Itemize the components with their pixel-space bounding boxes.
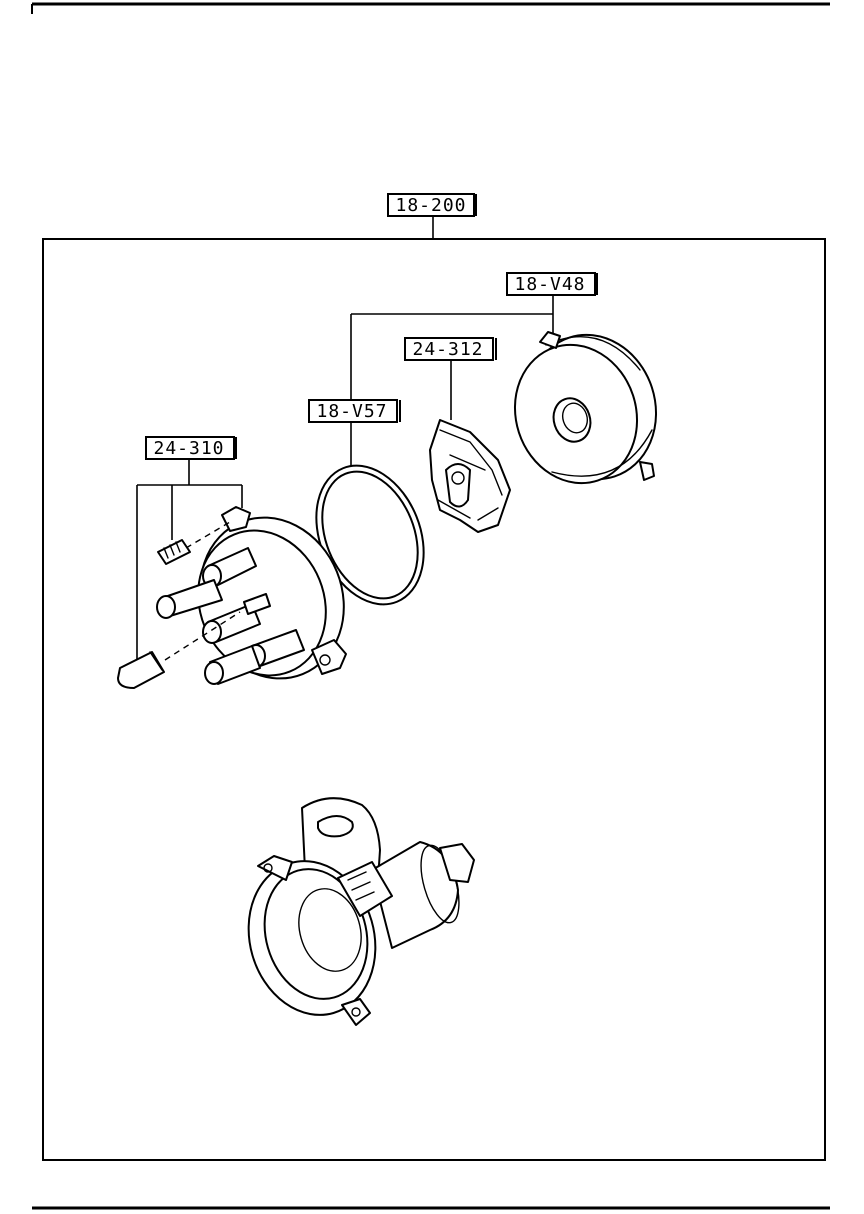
callout-18-v48[interactable]: 18-V48 bbox=[506, 272, 598, 296]
page-frame bbox=[31, 2, 830, 1210]
callout-18-v57[interactable]: 18-V57 bbox=[308, 399, 401, 466]
callout-label: 24-310 bbox=[153, 438, 224, 459]
part-carbon-brush[interactable] bbox=[117, 651, 165, 689]
part-distributor-cap[interactable] bbox=[156, 496, 368, 701]
callout-24-312[interactable]: 24-312 bbox=[404, 337, 497, 420]
part-spring[interactable] bbox=[157, 539, 191, 565]
assembly-frame bbox=[42, 238, 826, 1161]
part-rotor[interactable] bbox=[429, 419, 511, 533]
callout-18-200[interactable]: 18-200 bbox=[387, 193, 477, 239]
part-distributor-housing[interactable] bbox=[231, 797, 475, 1030]
part-housing-cover[interactable] bbox=[497, 318, 674, 499]
callout-24-310[interactable]: 24-310 bbox=[145, 436, 237, 460]
callout-label: 24-312 bbox=[412, 339, 483, 360]
leader-24-310 bbox=[136, 459, 243, 660]
callout-label: 18-200 bbox=[395, 195, 466, 216]
callout-label: 18-V48 bbox=[514, 274, 585, 295]
cap-towers bbox=[156, 547, 305, 685]
callout-label: 18-V57 bbox=[316, 401, 387, 422]
